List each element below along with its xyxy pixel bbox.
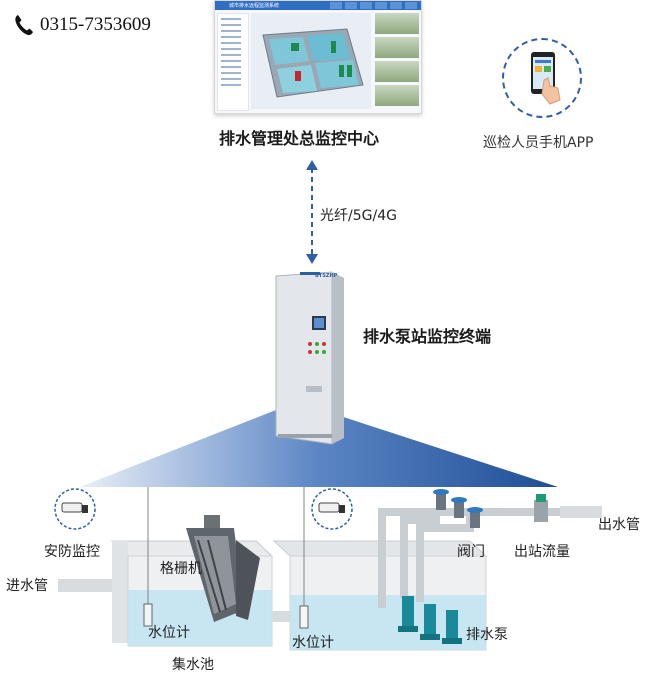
pump-label: 排水泵 xyxy=(466,627,508,643)
link-label: 光纤/5G/4G xyxy=(320,208,397,224)
center-label: 排水管理处总监控中心 xyxy=(219,129,380,148)
phone-icon xyxy=(15,15,33,36)
cabinet-brand: BTSZHP xyxy=(315,273,338,279)
level-meter-2 xyxy=(299,605,309,629)
communication-link xyxy=(306,160,318,264)
grille-label: 格栅机 xyxy=(160,561,202,577)
level-meter-1 xyxy=(143,603,153,627)
terminal-label: 排水泵站监控终端 xyxy=(363,327,492,346)
screen-sidebar xyxy=(217,13,249,111)
transfer-pipe xyxy=(272,611,300,622)
control-cabinet xyxy=(275,271,344,445)
screen-title: 城市排水远程监测系统 xyxy=(229,3,280,9)
inlet-label: 进水管 xyxy=(6,578,48,594)
security-camera-1 xyxy=(54,488,96,530)
arrow-down-icon xyxy=(306,254,318,264)
outlet-pipe xyxy=(560,506,602,518)
flowmeter-label: 出站流量 xyxy=(514,544,570,560)
mobile-app-circle xyxy=(502,38,582,118)
grille-machine xyxy=(186,515,260,622)
security-label: 安防监控 xyxy=(44,544,100,560)
tank-label: 集水池 xyxy=(172,657,214,673)
screen-3d-view xyxy=(251,13,371,109)
outlet-label: 出水管 xyxy=(598,517,640,533)
level-meter-1-label: 水位计 xyxy=(148,625,190,641)
screen-title-bar xyxy=(215,1,421,10)
level-meter-2-label: 水位计 xyxy=(292,635,334,651)
screen-camera-thumbnails xyxy=(375,13,419,109)
mobile-label: 巡检人员手机APP xyxy=(483,135,594,151)
monitoring-center-screen: 城市排水远程监测系统 xyxy=(214,0,422,114)
screen-tabs xyxy=(330,2,417,9)
contact-phone: 0315-7353609 xyxy=(14,14,151,36)
smartphone-hand-icon xyxy=(531,52,561,105)
security-camera-2 xyxy=(311,488,353,530)
flow-meter xyxy=(534,494,548,522)
valves xyxy=(433,489,483,528)
drainage-pumps xyxy=(398,596,462,644)
inlet-pipe xyxy=(58,579,120,592)
valve-label: 阀门 xyxy=(457,544,485,560)
arrow-up-icon xyxy=(306,160,318,170)
phone-number: 0315-7353609 xyxy=(40,14,151,35)
